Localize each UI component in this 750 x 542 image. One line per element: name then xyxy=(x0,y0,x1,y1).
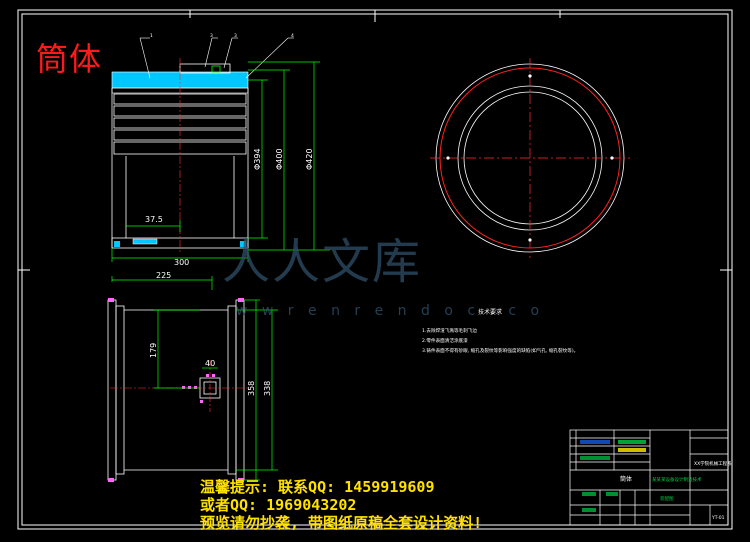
balloon-3: 3 xyxy=(234,33,237,39)
title-block-part-name: 筒体 xyxy=(620,475,632,483)
tech-req-item-2: 2.零件表面清洁涂底漆 xyxy=(422,337,468,344)
title-block-school: XX学院机械工程系 xyxy=(694,460,732,467)
dim-d420: Φ420 xyxy=(305,148,314,170)
tech-req-item-1: 1.去除焊渣飞溅等毛刺飞边 xyxy=(422,327,477,334)
dim-179: 179 xyxy=(149,343,158,358)
dim-358: 358 xyxy=(247,381,256,396)
watermark-text: 人人文库 xyxy=(222,234,423,290)
front-view xyxy=(111,37,330,290)
title-block-fills xyxy=(580,440,646,512)
title-block-type: 装配图 xyxy=(660,495,674,502)
notice-line-1: 温馨提示: 联系QQ: 1459919609 xyxy=(200,478,435,496)
dim-225: 225 xyxy=(156,271,171,280)
tech-req-item-3: 3.铸件表面不得有砂眼, 缩孔及裂纹等影响强度的缺陷(如气孔, 缩孔裂纹等)。 xyxy=(422,347,578,354)
balloon-2: 3 xyxy=(210,33,213,39)
balloon-4: 4 xyxy=(291,33,294,39)
drawing-title: 筒体 xyxy=(36,40,103,78)
balloon-1: 1 xyxy=(150,33,153,39)
notice-line-3: 预览请勿抄袭, 带图纸原稿全套设计资料! xyxy=(200,514,483,532)
title-block xyxy=(569,429,729,526)
side-view xyxy=(107,298,278,482)
dim-338: 338 xyxy=(263,381,272,396)
dim-40: 40 xyxy=(205,359,215,368)
dim-d394: Φ394 xyxy=(253,148,262,170)
title-block-project: 某某某设备设计制造技术 xyxy=(652,476,702,483)
dim-300: 300 xyxy=(174,258,189,267)
drawing-frame xyxy=(17,9,733,530)
title-block-code: YT-01 xyxy=(711,515,725,521)
watermark-url: w w r e n r e n d o c . c o xyxy=(236,303,545,319)
top-view-circles xyxy=(430,58,630,258)
dim-d400: Φ400 xyxy=(275,148,284,170)
dim-37-5: 37.5 xyxy=(145,215,163,224)
tech-req-heading: 技术要求 xyxy=(478,308,502,316)
notice-line-2: 或者QQ: 1969043202 xyxy=(200,496,357,514)
